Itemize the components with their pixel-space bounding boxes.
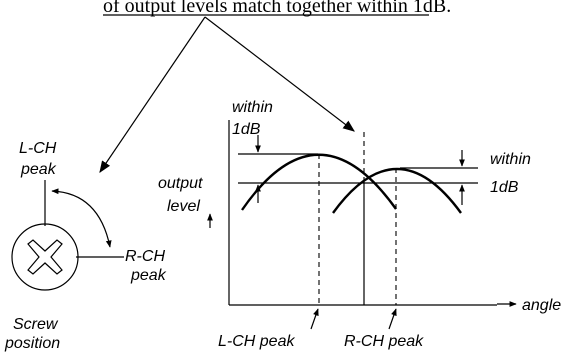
lch-axis-label: L-CH peak xyxy=(218,333,295,350)
rch-peak-label-line2: peak xyxy=(130,267,167,284)
lch-axis-arrow xyxy=(310,308,319,330)
angle-label: angle xyxy=(522,297,561,314)
rch-response-curve xyxy=(332,167,462,214)
screw-label: Screw xyxy=(13,316,59,333)
screw-cross-slot xyxy=(27,239,63,275)
within-label-left: within xyxy=(232,99,273,116)
rotation-arc xyxy=(51,188,112,248)
leader-arrow-peak xyxy=(204,16,355,132)
caption-text: of output levels match together within 1… xyxy=(103,0,451,17)
rch-axis-label: R-CH peak xyxy=(344,333,424,350)
rch-axis-arrow xyxy=(388,308,397,330)
db-label-left: 1dB xyxy=(232,121,261,138)
output-label: output xyxy=(158,175,203,192)
rch-peak-label-line1: R-CH xyxy=(125,248,165,265)
lch-peak-label-line1: L-CH xyxy=(19,140,57,157)
lch-peak-label-line2: peak xyxy=(20,161,57,178)
within-label-right: within xyxy=(490,151,531,168)
position-label: position xyxy=(4,335,60,352)
screw-circle xyxy=(11,223,79,291)
level-label: level xyxy=(167,198,200,215)
leader-arrow-screw xyxy=(99,16,206,173)
db-label-right: 1dB xyxy=(490,179,519,196)
